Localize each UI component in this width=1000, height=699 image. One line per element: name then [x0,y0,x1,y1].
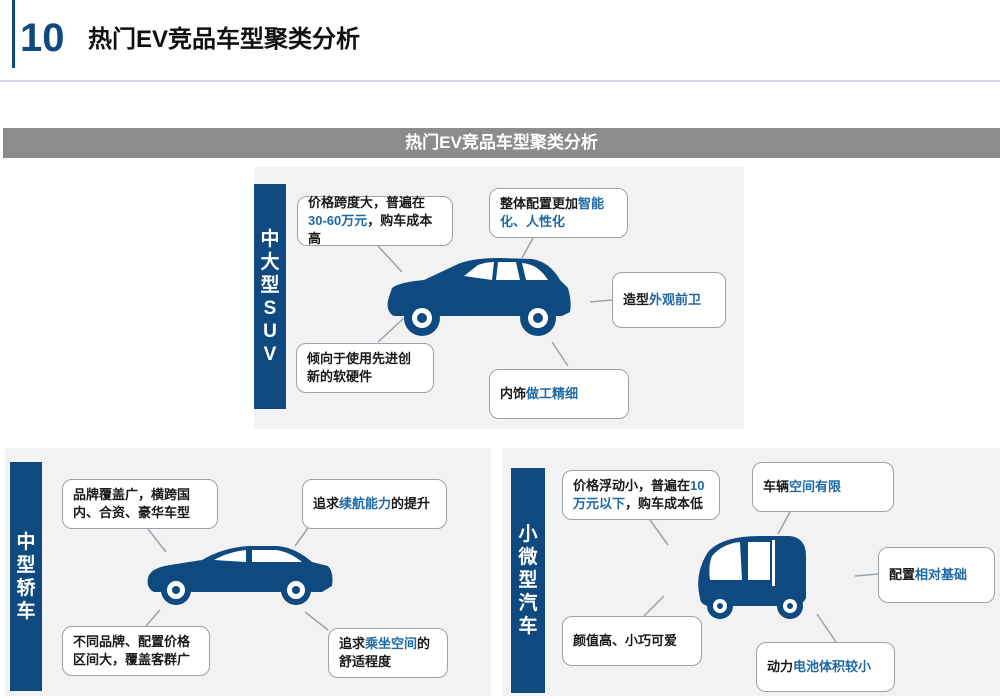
sedan-category-label: 中型轿车 [10,462,42,691]
mini-note-battery: 动力电池体积较小 [756,642,895,692]
mini-note-look: 颜值高、小巧可爱 [562,616,702,666]
sedan-note-range: 追求续航能力的提升 [302,479,447,529]
sedan-note-brand: 品牌覆盖广，横跨国内、合资、豪华车型 [62,479,218,529]
sedan-note-price: 不同品牌、配置价格区间大，覆盖客群广 [62,626,210,676]
mini-note-config: 配置相对基础 [878,547,995,603]
header-accent-bar [12,0,15,68]
sedan-note-comfort: 追求乘坐空间的舒适程度 [328,628,448,678]
mini-note-space: 车辆空间有限 [752,462,894,512]
suv-note-tech: 倾向于使用先进创新的软硬件 [296,343,434,393]
page-title: 热门EV竞品车型聚类分析 [88,26,361,53]
section-number: 10 [20,16,65,60]
suv-note-price: 价格跨度大，普遍在30-60万元，购车成本高 [297,195,453,246]
suv-category-label: 中大型SUV [254,184,286,409]
suv-note-config: 整体配置更加智能化、人性化 [489,188,628,238]
section-banner: 热门EV竞品车型聚类分析 [3,128,1000,158]
mini-note-price: 价格浮动小，普遍在10万元以下，购车成本低 [562,470,720,520]
header-divider [0,80,1000,82]
suv-note-shape: 造型外观前卫 [612,272,726,328]
suv-note-interior: 内饰做工精细 [489,369,629,419]
mini-category-label: 小微型汽车 [511,468,545,693]
